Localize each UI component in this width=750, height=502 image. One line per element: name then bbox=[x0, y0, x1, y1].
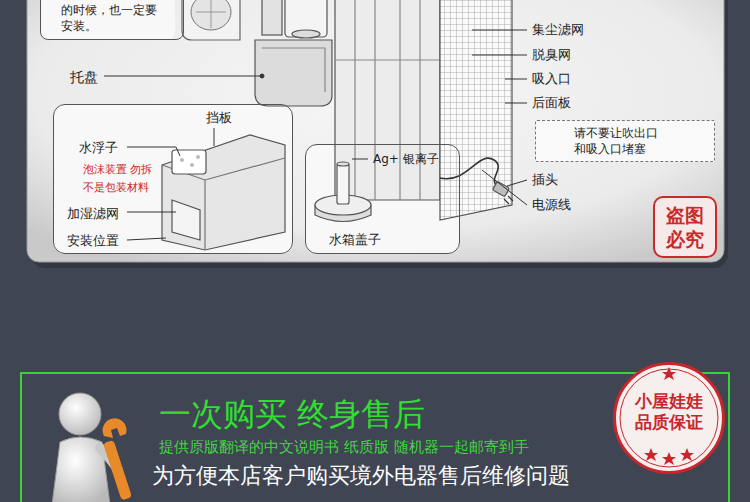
label-slot: 托盘 bbox=[70, 68, 98, 86]
text-slot: 挡板 bbox=[206, 110, 232, 127]
tank-cap-stem-top bbox=[337, 162, 349, 166]
text-slot: 安装位置 bbox=[67, 233, 119, 250]
text-slot: 的时候，也一定要 安装。 bbox=[61, 3, 179, 34]
foam bbox=[180, 158, 184, 162]
node-text: 盗图必究 bbox=[663, 204, 707, 252]
inset-box-fill bbox=[53, 104, 293, 254]
stamp-star bbox=[680, 448, 694, 461]
label-slot: 集尘滤网 bbox=[532, 22, 584, 39]
humidifier-filter bbox=[172, 200, 200, 240]
water-float bbox=[172, 150, 206, 174]
wrench bbox=[103, 440, 132, 500]
text-slot: 加湿滤网 bbox=[67, 206, 119, 223]
power-cord bbox=[440, 158, 498, 186]
text-slot: 泡沫装置 勿拆 不是包装材料 bbox=[83, 161, 163, 196]
stamp-star bbox=[662, 452, 676, 465]
foam bbox=[190, 163, 194, 167]
text-slot: 为方便本店客户购买境外电器售后维修问题 bbox=[152, 462, 570, 491]
part-sketch bbox=[196, 0, 226, 28]
inset-box: Ag+ 银离子水箱盖子 bbox=[305, 144, 460, 254]
stamp-inner-ring bbox=[620, 369, 718, 467]
wrench-jaw bbox=[103, 418, 127, 438]
label-slot: 电源线 bbox=[532, 197, 571, 214]
stamp-star bbox=[644, 448, 658, 461]
inset-box: 挡板水浮子泡沫装置 勿拆 不是包装材料加湿滤网安装位置 bbox=[53, 104, 293, 254]
node-subtext: 水浮子 bbox=[79, 140, 118, 157]
diagram-panel bbox=[27, 0, 724, 262]
label-slot: 插头 bbox=[532, 172, 558, 189]
leader-line bbox=[127, 238, 166, 240]
part-sketch bbox=[191, 0, 231, 30]
tank-cap-stem bbox=[337, 164, 349, 204]
node-text: Ag+ 银离子 bbox=[373, 152, 439, 168]
node-subtext: 安装位置 bbox=[67, 233, 119, 250]
part-label: 脱臭网 bbox=[532, 47, 571, 64]
filter-housing bbox=[162, 135, 285, 250]
tray bbox=[255, 40, 332, 106]
tank-cap bbox=[292, 30, 320, 38]
node-text: 挡板 bbox=[206, 110, 232, 127]
stamp-star bbox=[662, 367, 676, 380]
text-slot: 水浮子 bbox=[79, 140, 118, 157]
node-subtext: 水箱盖子 bbox=[329, 232, 381, 249]
node-text: 的时候，也一定要 安装。 bbox=[61, 3, 179, 34]
note-box: 的时候，也一定要 安装。 bbox=[40, 0, 184, 40]
tank-side bbox=[262, 0, 282, 35]
leader-line bbox=[104, 76, 262, 77]
water-tank bbox=[285, 0, 327, 37]
text-slot: 请不要让吹出口 和吸入口堵塞 bbox=[574, 125, 674, 157]
leader-line bbox=[505, 79, 527, 80]
node-subtext: 提供原版翻译的中文说明书 纸质版 随机器一起邮寄到手 bbox=[159, 438, 529, 458]
text-slot: 水箱盖子 bbox=[329, 232, 381, 249]
text-slot: 盗图必究 bbox=[663, 204, 707, 252]
quality-stamp: 小屋娃娃 品质保证 bbox=[613, 362, 725, 474]
node-subtext: 泡沫装置 勿拆 不是包装材料 bbox=[83, 161, 163, 196]
figure-head bbox=[59, 393, 101, 435]
leader-line bbox=[505, 103, 527, 104]
leader-dot bbox=[260, 74, 264, 78]
text-slot: Ag+ 银离子 bbox=[373, 152, 439, 168]
watermark-stamp: 盗图必究 bbox=[653, 196, 717, 258]
leader-line bbox=[127, 212, 176, 213]
rear-grid-panel bbox=[440, 0, 512, 220]
filter-slot bbox=[335, 0, 440, 200]
node-subtext: 加湿滤网 bbox=[67, 206, 119, 223]
part-label: 托盘 bbox=[70, 68, 98, 86]
callout-note: 请不要让吹出口 和吸入口堵塞 bbox=[535, 120, 715, 162]
node-text: 小屋娃娃 品质保证 bbox=[630, 391, 708, 434]
leader-line bbox=[472, 55, 527, 56]
unit-body bbox=[335, 0, 440, 200]
part-label: 后面板 bbox=[532, 95, 571, 112]
leader-line bbox=[214, 128, 215, 146]
text-slot: 小屋娃娃 品质保证 bbox=[630, 391, 708, 434]
tray-rim bbox=[262, 48, 325, 92]
text-slot: 提供原版翻译的中文说明书 纸质版 随机器一起邮寄到手 bbox=[159, 438, 529, 458]
part-label: 电源线 bbox=[532, 197, 571, 214]
text-slot: 一次购买 终身售后 bbox=[159, 394, 425, 436]
label-slot: 脱臭网 bbox=[532, 47, 571, 64]
label-slot: 吸入口 bbox=[532, 71, 571, 88]
leader-line bbox=[507, 180, 527, 186]
node-text: 请不要让吹出口 和吸入口堵塞 bbox=[574, 125, 674, 157]
part-label: 插头 bbox=[532, 172, 558, 189]
leader-line bbox=[472, 30, 527, 31]
leader-line bbox=[127, 147, 180, 156]
part-label: 吸入口 bbox=[532, 71, 571, 88]
leader-line bbox=[482, 170, 527, 205]
part-label: 集尘滤网 bbox=[532, 22, 584, 39]
plug-prong bbox=[504, 196, 513, 204]
foam bbox=[196, 155, 200, 159]
leader-line bbox=[352, 159, 368, 160]
callout-fill bbox=[535, 120, 715, 162]
label-slot: 后面板 bbox=[532, 95, 571, 112]
node-text: 一次购买 终身售后 bbox=[159, 394, 425, 436]
part-sketch bbox=[182, 0, 240, 40]
node-subtext: 为方便本店客户购买境外电器售后维修问题 bbox=[152, 462, 570, 491]
